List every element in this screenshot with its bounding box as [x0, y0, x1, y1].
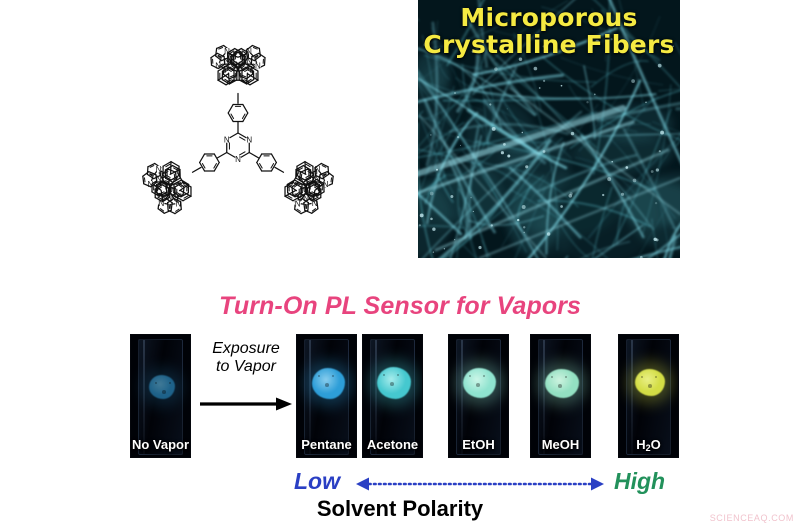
watermark: SCIENCEAQ.COM [709, 513, 794, 523]
exposure-arrow-icon [200, 397, 292, 411]
vial-label: Pentane [301, 437, 352, 452]
svg-text:N: N [175, 199, 181, 208]
exposure-line2: to Vapor [216, 357, 276, 375]
svg-text:N: N [295, 199, 301, 208]
svg-text:N: N [303, 194, 309, 203]
vial-photo: Pentane [296, 334, 357, 458]
vial-glowing-solid [635, 369, 665, 396]
vial-solid-speckle [390, 382, 394, 386]
vial-label: No Vapor [131, 437, 190, 452]
polarity-high-label: High [614, 468, 666, 494]
svg-text:N: N [312, 199, 318, 208]
svg-text:N: N [306, 183, 312, 192]
vial-tube [626, 339, 671, 455]
exposure-line1: Exposure [212, 340, 280, 357]
vial-photo: EtOH [448, 334, 509, 458]
vial-solid-speckle [551, 376, 553, 378]
svg-text:N: N [224, 47, 230, 56]
vial-glowing-solid [312, 368, 345, 399]
vial-solid-speckle [648, 384, 652, 388]
svg-text:N: N [246, 47, 252, 56]
svg-text:N: N [235, 60, 241, 69]
vial-glowing-solid [377, 367, 411, 399]
vial-label: MeOH [541, 437, 580, 452]
polarity-low-label: Low [294, 468, 340, 494]
vial-solid-speckle [169, 382, 171, 384]
fiber-micrograph-image [418, 0, 680, 258]
sem-micrograph-panel: Microporous Crystalline Fibers [418, 0, 680, 258]
svg-text:N: N [323, 180, 329, 189]
vial-solid-speckle [476, 383, 480, 387]
vial-solid-speckle [397, 374, 399, 376]
vial-photo-row: No Vapor Pentane Acetone EtOH MeOH H2O [0, 334, 800, 460]
svg-text:N: N [156, 175, 162, 184]
vial-solid-speckle [469, 375, 471, 377]
vial-label: H2O [636, 437, 661, 453]
vial-glowing-solid [545, 369, 579, 398]
vial-glowing-solid [463, 368, 496, 398]
svg-text:N: N [158, 199, 164, 208]
svg-text:N: N [215, 62, 221, 71]
polarity-caption: Solvent Polarity [316, 496, 484, 521]
vial-solid-speckle [641, 376, 643, 378]
sensor-section-title: Turn-On PL Sensor for Vapors [218, 292, 582, 320]
vial-solid-speckle [325, 383, 329, 387]
svg-text:N: N [314, 175, 320, 184]
vial-solid-speckle [483, 375, 485, 377]
svg-text:N: N [165, 183, 171, 192]
svg-text:N: N [315, 165, 321, 174]
vial-solid-speckle [332, 375, 334, 377]
svg-text:N: N [224, 135, 230, 144]
vial-photo: No Vapor [130, 334, 191, 458]
vial-solid-speckle [565, 376, 567, 378]
vial-solid-speckle [162, 390, 166, 394]
vial-solid-speckle [655, 376, 657, 378]
vial-solid-speckle [383, 374, 385, 376]
exposure-text: Exposure to Vapor [196, 340, 296, 376]
vial-solid-speckle [558, 384, 562, 388]
vial-solid-speckle [155, 382, 157, 384]
vial-glowing-solid [149, 375, 175, 399]
svg-text:N: N [246, 135, 252, 144]
svg-text:N: N [224, 57, 230, 66]
vial-solid-speckle [318, 375, 320, 377]
solvent-polarity-scale: Low High [0, 468, 800, 500]
vial-photo: MeOH [530, 334, 591, 458]
svg-text:N: N [167, 194, 173, 203]
svg-text:N: N [147, 180, 153, 189]
svg-text:N: N [235, 155, 241, 164]
vial-photo: H2O [618, 334, 679, 458]
vial-label: Acetone [366, 437, 419, 452]
svg-text:N: N [246, 57, 252, 66]
exposure-to-vapor-block: Exposure to Vapor [196, 340, 296, 420]
svg-text:N: N [156, 165, 162, 174]
vial-photo: Acetone [362, 334, 423, 458]
polarity-double-arrow-icon [356, 477, 604, 491]
vial-label: EtOH [462, 437, 495, 452]
svg-text:N: N [255, 62, 261, 71]
